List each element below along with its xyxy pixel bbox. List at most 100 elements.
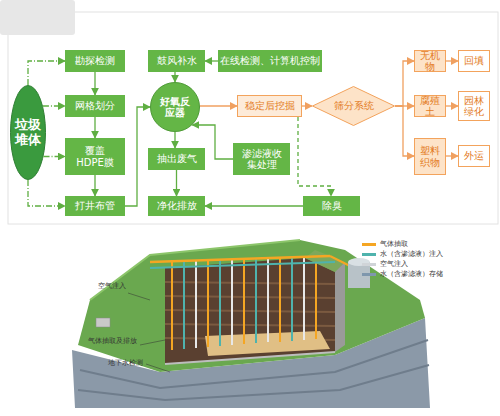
water-pipe (255, 259, 257, 343)
flow-arrow (94, 117, 95, 138)
gas-header (150, 256, 330, 262)
legend-text: 水（含渗滤液）注入 (380, 251, 443, 258)
flow-arrow (176, 170, 177, 196)
legend-swatch (362, 263, 376, 266)
node-text: 打井布管 (75, 200, 115, 212)
flow-arrow (174, 132, 175, 148)
air-pipe (303, 258, 305, 340)
process-box: 网格划分 (65, 95, 125, 117)
process-box: 净化排放 (148, 196, 205, 216)
use-box: 回填 (458, 50, 490, 72)
legend-text: 空气注入 (380, 261, 408, 268)
legend-swatch (362, 243, 376, 246)
callout-label: 地下水检测 (108, 360, 143, 367)
gas-header (330, 256, 350, 266)
node-text: 渗滤液收集处理 (235, 148, 288, 171)
waste-layer (165, 282, 335, 340)
flow-arrow (205, 205, 303, 206)
use-box: 园林绿化 (458, 91, 490, 121)
air-pipe (267, 259, 269, 342)
leader-line (140, 340, 165, 345)
product-box: 无机物 (414, 50, 446, 72)
process-box: 鼓风补水 (148, 50, 205, 72)
process-box: 渗滤液收集处理 (233, 143, 290, 175)
header-tab (0, 0, 75, 35)
flow-arrow (446, 60, 458, 61)
grass-hill (78, 240, 425, 372)
node-text: 网格划分 (75, 100, 115, 112)
flow-arrow (395, 61, 414, 106)
flow-arrow (125, 107, 150, 206)
flow-arrow (395, 106, 414, 156)
water-pipe (219, 260, 221, 346)
start-ellipse: 垃圾堆体 (10, 85, 46, 180)
water-pipe (183, 261, 185, 349)
node-text: 除臭 (322, 200, 342, 212)
node-text: 筛分系统 (334, 100, 374, 112)
product-box: 塑料织物 (414, 138, 446, 175)
flow-arrow (446, 105, 458, 106)
gas-pipe (315, 262, 317, 339)
legend-swatch (362, 273, 376, 276)
node-text: 腐殖土 (416, 95, 444, 118)
flow-arrow (28, 61, 65, 85)
node-text: 园林绿化 (460, 95, 488, 118)
liner-wall (335, 262, 345, 352)
node-text: 好氧反应器 (155, 96, 195, 119)
flow-arrow (43, 105, 65, 106)
leader-line (128, 293, 150, 300)
ellipse-shape (151, 83, 200, 132)
blower-house (96, 318, 110, 327)
product-box: 腐殖土 (414, 95, 446, 117)
flow-arrow (28, 180, 65, 206)
flow-arrow (44, 156, 65, 157)
gas-pipe (279, 258, 281, 342)
gas-pipe (243, 259, 245, 344)
flow-arrow (205, 60, 218, 61)
callout-label: 气体抽取及排放 (88, 338, 137, 345)
decision-diamond: 筛分系统 (312, 86, 395, 126)
process-box: 勘探检测 (65, 50, 125, 72)
gas-pipe (171, 262, 173, 350)
node-text: 无机物 (416, 50, 444, 73)
diamond-shape (313, 87, 395, 126)
ellipse-shape (11, 86, 46, 180)
process-box: 除臭 (303, 196, 360, 216)
legend-swatch (362, 253, 376, 256)
node-text: 回填 (464, 55, 484, 67)
air-pipe (195, 261, 197, 348)
water-header (150, 262, 335, 268)
node-text: 外运 (464, 150, 484, 162)
liner (165, 352, 335, 364)
process-box: 在线检测、计算机控制 (218, 50, 322, 72)
leader-line (146, 364, 170, 372)
node-text: 净化排放 (157, 200, 197, 212)
node-text: 覆盖HDPE膜 (67, 145, 123, 168)
waste-cut (165, 258, 335, 364)
reactor-circle: 好氧反应器 (150, 82, 200, 132)
use-box: 外运 (458, 145, 490, 167)
air-pipe (231, 260, 233, 345)
node-text: 在线检测、计算机控制 (220, 55, 320, 67)
gas-pipe (207, 260, 209, 347)
flow-arrow (94, 72, 95, 95)
water-pipe (291, 258, 293, 341)
flow-arrow (174, 72, 175, 82)
process-box: 抽出废气 (148, 148, 205, 170)
process-box: 稳定后挖掘 (237, 95, 302, 117)
node-text: 勘探检测 (75, 55, 115, 67)
flow-arrow (446, 155, 458, 156)
flow-arrow (200, 105, 237, 106)
flow-arrow (94, 175, 95, 196)
node-text: 抽出废气 (157, 153, 197, 165)
process-box: 打井布管 (65, 196, 125, 216)
callout-label: 空气注入 (98, 283, 126, 290)
flow-arrow (298, 117, 331, 196)
node-text: 塑料织物 (416, 145, 444, 168)
node-text: 垃圾堆体 (15, 118, 41, 148)
process-box: 覆盖HDPE膜 (65, 138, 125, 175)
legend-text: 气体抽取 (380, 241, 408, 248)
